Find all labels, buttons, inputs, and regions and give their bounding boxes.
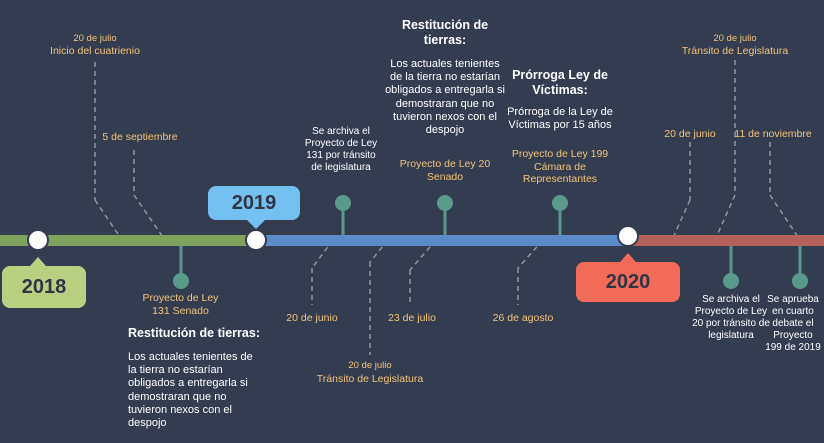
event-7-title: Prórroga Ley de Víctimas: [512, 68, 608, 97]
year-badge-2018: 2018 [2, 266, 86, 308]
event-6-description: Los actuales tenientes de la tierra no e… [385, 58, 505, 136]
year-node-2019 [245, 229, 267, 251]
marker-e3 [173, 273, 189, 289]
event-8-date: 20 de julio [713, 33, 757, 44]
event-7-description: Prórroga de la Ley de Víctimas por 15 añ… [507, 106, 613, 132]
connector-e1 [94, 199, 123, 241]
badge-pointer-2019 [247, 220, 265, 229]
connector-e10 [769, 194, 801, 241]
connector-e4 [311, 239, 334, 269]
event-1-date: 20 de julio [73, 33, 117, 44]
badge-pointer-2020 [620, 253, 636, 262]
event-8-label: Tránsito de Legislatura [681, 45, 789, 57]
connector-e7 [517, 239, 544, 269]
event-1-label: Inicio del cuatrienio [50, 45, 140, 57]
event-4-label: Se archiva el Proyecto de Ley 131 por tr… [304, 126, 378, 173]
event-9-date: 20 de junio [664, 128, 716, 140]
marker-e10 [792, 273, 808, 289]
connector-e8 [714, 194, 736, 241]
connector-e9 [671, 199, 691, 241]
year-node-2020 [617, 225, 639, 247]
marker-e7 [552, 195, 568, 211]
year-badge-2020: 2020 [576, 262, 680, 302]
event-6-date: 23 de julio [388, 312, 436, 324]
marker-e4 [335, 195, 351, 211]
segment-2020 [628, 235, 824, 246]
event-6-title: Restitución de tierras: [401, 18, 489, 47]
marker-e6 [437, 195, 453, 211]
event-3-label: Proyecto de Ley 131 Senado [142, 292, 219, 317]
segment-2018 [0, 235, 255, 246]
event-10-label: Se aprueba en cuarto debate el Proyecto … [765, 294, 821, 353]
connector-e6 [409, 239, 437, 271]
year-badge-2019: 2019 [208, 186, 300, 220]
event-3-description: Los actuales tenientes de la tierra no e… [128, 351, 253, 429]
event-7-date: 26 de agosto [492, 312, 554, 324]
event-4-date: 20 de junio [286, 312, 338, 324]
connector-e2 [133, 194, 166, 241]
badge-pointer-2018 [30, 257, 46, 266]
event-7-label: Proyecto de Ley 199 Cámara de Representa… [511, 148, 609, 186]
event-10-date: 11 de noviembre [734, 128, 812, 140]
event-5-date: 20 de julio [348, 360, 392, 371]
segment-2019 [255, 235, 628, 246]
marker-e9 [723, 273, 739, 289]
event-5-label: Tránsito de Legislatura [316, 373, 424, 385]
event-3-title: Restitución de tierras: [128, 326, 260, 340]
event-9-label: Se archiva el Proyecto de Ley 20 por trá… [692, 294, 770, 341]
year-node-2018 [27, 229, 49, 251]
event-2-date: 5 de septiembre [102, 131, 178, 143]
event-6-label: Proyecto de Ley 20 Senado [399, 158, 491, 183]
